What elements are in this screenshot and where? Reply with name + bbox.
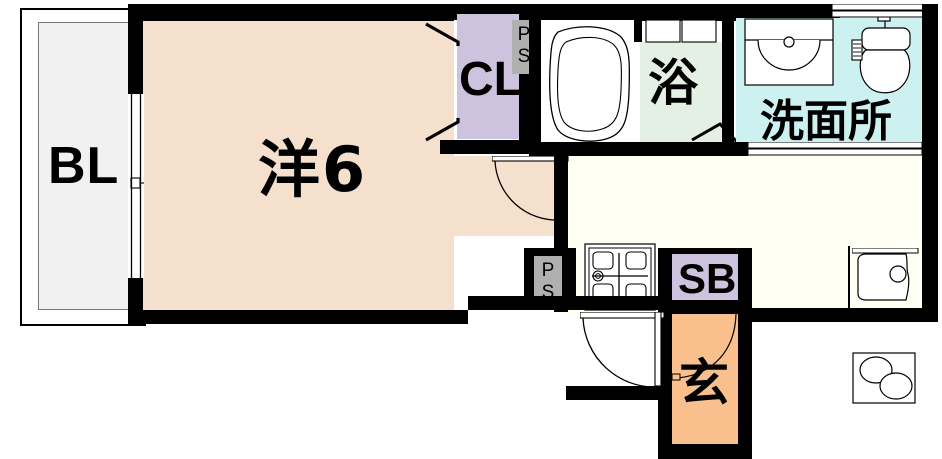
kitchen-counter-edge: [848, 246, 850, 322]
pipe-shaft-top-label: P S: [514, 24, 534, 68]
wall-entrance-left: [658, 248, 672, 459]
closet-folding-door[interactable]: [424, 18, 460, 146]
western-room-label: 洋6: [258, 133, 368, 206]
washroom-sliding-door[interactable]: [748, 142, 922, 156]
wall-bath-tub-divider: [634, 20, 642, 42]
wall-bath-left: [529, 4, 541, 154]
washroom-label: 洗面所: [760, 96, 892, 147]
washbasin-icon: [744, 18, 834, 88]
shoe-box-label: SB: [678, 255, 737, 302]
wall-entrance-door-frame: [664, 304, 746, 314]
wall-kitchen-stove-bottom: [576, 296, 684, 310]
wall-kitchen-bottom: [738, 308, 938, 322]
wall-hall-bottom-left: [566, 386, 666, 400]
wall-room-bottom: [128, 310, 468, 324]
hall-swing-door[interactable]: [580, 312, 668, 394]
balcony-floor: [38, 22, 132, 310]
bath-shelf-icon: [645, 19, 719, 45]
entrance-floor: [672, 312, 738, 444]
bath-label: 浴: [648, 54, 698, 112]
wall-bath-right: [722, 4, 734, 154]
shoe-box-floor: [672, 254, 738, 300]
room-door-recess: [454, 156, 566, 236]
wall-entrance-right: [738, 248, 752, 459]
pipe-shaft-bottom-line1: P: [541, 260, 555, 281]
bathtub-icon: [544, 22, 636, 144]
wall-entrance-bottom: [658, 444, 752, 459]
wall-room-top: [140, 4, 840, 21]
wall-washroom-bottom-left: [734, 142, 748, 156]
kitchen-two-burner-icon: [852, 352, 920, 406]
balcony-sliding-door[interactable]: [128, 94, 144, 278]
wall-hall-left-lower: [554, 296, 568, 312]
wall-outer-right: [922, 4, 938, 322]
wall-bath-bottom: [529, 142, 735, 156]
wall-closet-right: [519, 20, 529, 150]
wall-kitchen-counter-bottom: [468, 296, 580, 310]
closet-floor: [457, 14, 519, 139]
kitchen-sink-icon: [852, 248, 920, 314]
washroom-top-rail: [832, 4, 924, 18]
pipe-shaft-top-line1: P: [517, 24, 531, 45]
entrance-label: 玄: [679, 354, 729, 412]
wall-room-left-upper: [128, 4, 143, 96]
entrance-swing-door[interactable]: [672, 312, 740, 390]
toilet-icon: [848, 10, 922, 102]
wall-hall-left-upper: [554, 156, 568, 248]
wall-closet-bottom: [440, 140, 530, 154]
western-room-floor: [142, 20, 454, 312]
pipe-shaft-top-line2: S: [517, 45, 531, 67]
bath-folding-door[interactable]: [690, 118, 740, 150]
balcony-label: BL: [48, 137, 120, 195]
